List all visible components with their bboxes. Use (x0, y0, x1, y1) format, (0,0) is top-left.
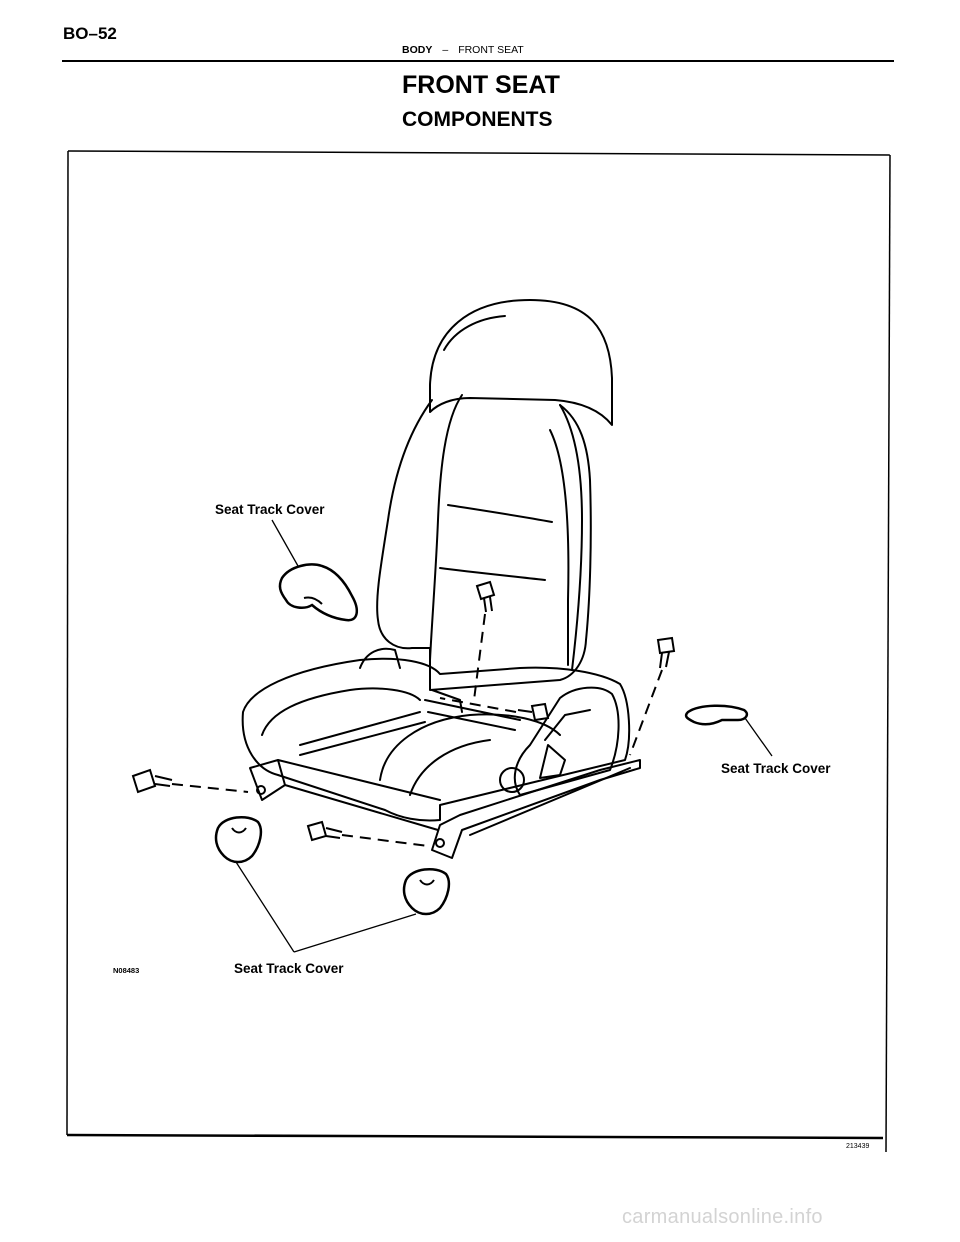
figure-frame (66, 150, 891, 1153)
bolt-icon (656, 636, 676, 669)
seat-back (376, 399, 592, 691)
running-header-section: BODY (402, 44, 433, 56)
page-title: FRONT SEAT (402, 71, 560, 99)
seat-track-cover-bottom-right (402, 867, 451, 916)
seat-rail-right (431, 759, 641, 859)
watermark: carmanualsonline.info (622, 1206, 823, 1228)
bolt-icon (517, 702, 550, 722)
seat-cushion (241, 657, 631, 822)
headrest (429, 299, 613, 426)
label-seat-track-cover-upper-left: Seat Track Cover (215, 502, 325, 517)
running-header-subsection: FRONT SEAT (458, 44, 524, 56)
label-seat-track-cover-right: Seat Track Cover (721, 761, 831, 776)
header-rule (62, 60, 894, 62)
running-header: BODY–FRONT SEAT (402, 44, 524, 56)
seat-track-cover-right (684, 704, 749, 726)
assembly-lines (171, 613, 663, 847)
seat-track-cover-bottom-left (214, 815, 263, 864)
running-header-separator: – (442, 44, 449, 56)
leader-lines (235, 519, 773, 953)
drawing-number: 213439 (846, 1143, 869, 1150)
seat-track-cover-upper-left (278, 563, 359, 622)
label-seat-track-cover-bottom: Seat Track Cover (234, 961, 344, 976)
bolt-icon (131, 768, 173, 794)
bolt-icon (306, 820, 343, 842)
bolt-icon (475, 580, 496, 613)
seat-rail-left (249, 759, 286, 801)
page-subtitle: COMPONENTS (402, 108, 553, 131)
figure-code: N08483 (113, 966, 139, 975)
page-number: BO–52 (63, 24, 117, 43)
